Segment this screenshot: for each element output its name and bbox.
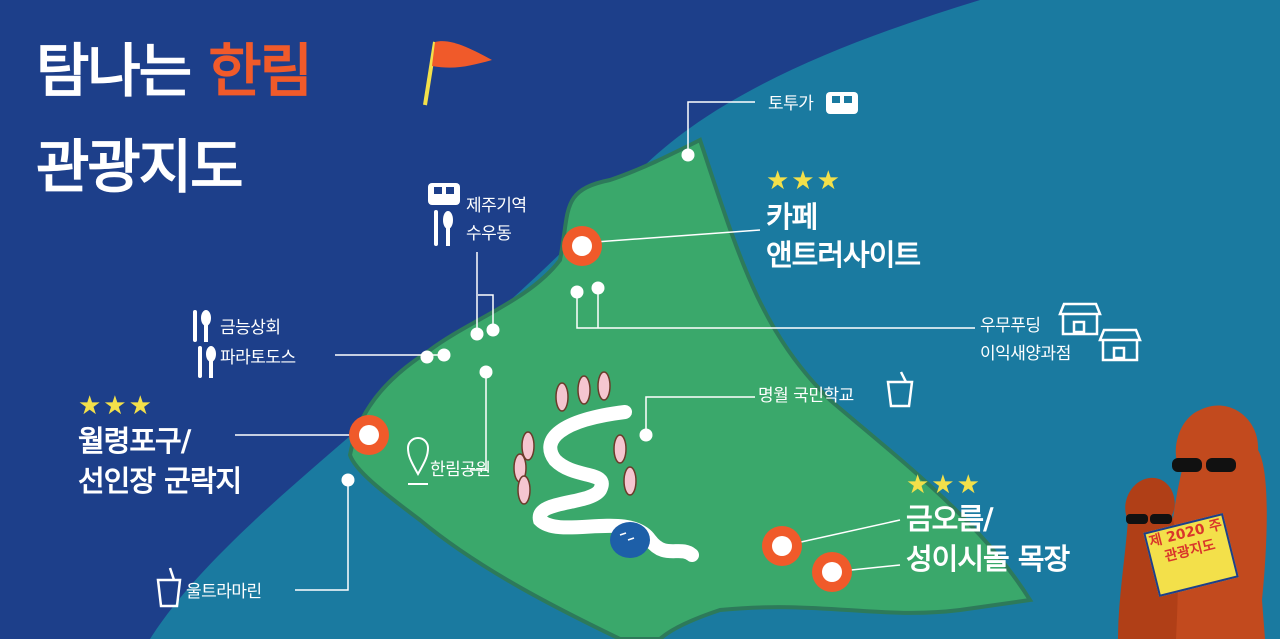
place-wollyeong-line2[interactable]: 선인장 군락지 [78,464,242,498]
store-icon [1058,302,1142,362]
rating-stars-geum: ★★★ [906,470,982,500]
place-uumu[interactable]: 우무푸딩 [980,316,1041,336]
flag-icon [423,41,492,106]
location-pin-icon [406,437,430,485]
place-myeongwol[interactable]: 명월 국민학교 [758,386,854,406]
featured-markers [349,226,852,592]
page-title-line2: 관광지도 [36,133,243,201]
land-area [347,137,1034,639]
place-geumneung[interactable]: 금능상회 [220,318,281,338]
tree-icon [513,371,637,505]
place-jeju-giyeok[interactable]: 제주기역 [466,196,527,216]
rating-stars-cafe: ★★★ [766,166,842,196]
place-geum-line1[interactable]: 금오름/ [906,502,994,536]
cup-icon [156,371,914,608]
place-ultra[interactable]: 울트라마린 [186,582,262,602]
rating-stars-wollyeong: ★★★ [78,391,154,421]
place-cafe-line2[interactable]: 앤트러사이트 [766,238,921,272]
connector-lines [235,101,975,591]
place-cafe-line1[interactable]: 카페 [766,200,818,234]
car-icon [428,92,858,205]
page-title: 탐나는 한림 [36,37,313,105]
place-hallim-park[interactable]: 한림공원 [430,460,491,480]
place-geum-line2[interactable]: 성이시돌 목장 [906,542,1070,576]
place-dots [341,148,695,487]
place-suudong[interactable]: 수우동 [466,224,512,244]
utensils-icon [193,210,453,378]
place-wollyeong-line1[interactable]: 월령포구/ [78,424,191,458]
place-parato[interactable]: 파라토도스 [220,348,296,368]
place-totoga[interactable]: 토투가 [768,94,814,114]
place-iik[interactable]: 이익새양과점 [980,344,1071,364]
